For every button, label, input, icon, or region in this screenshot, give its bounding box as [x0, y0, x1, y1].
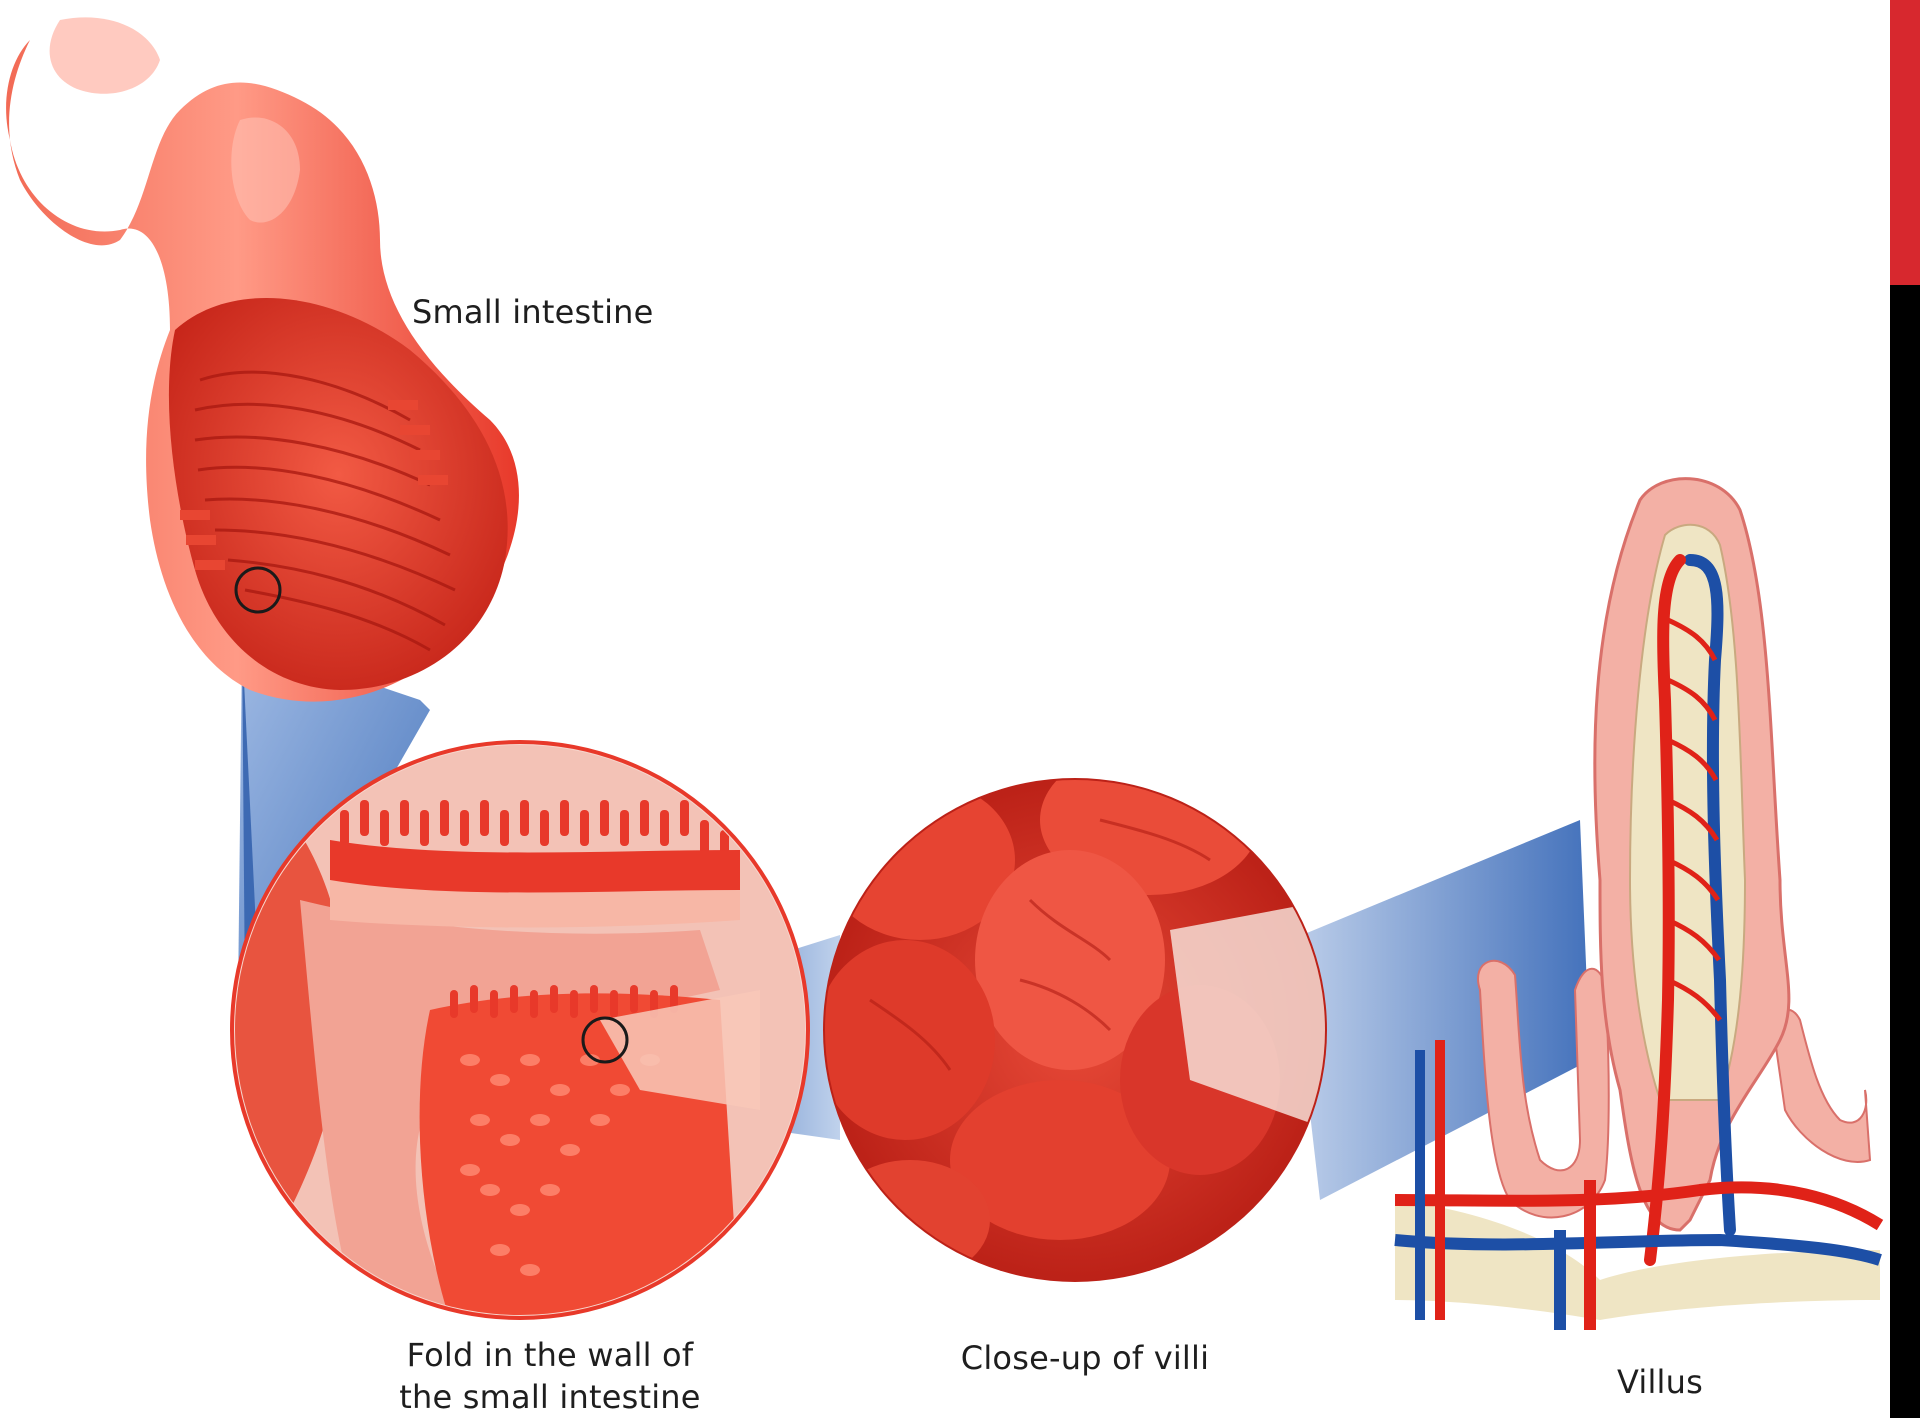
label-villus: Villus	[1580, 1360, 1740, 1404]
small-intestine-illustration	[6, 17, 519, 701]
right-edge-accent	[1890, 0, 1920, 285]
label-fold-line2: the small intestine	[360, 1375, 740, 1419]
label-closeup-villi: Close-up of villi	[925, 1336, 1245, 1380]
fold-circle-illustration	[230, 740, 810, 1320]
villi-closeup-illustration	[815, 745, 1330, 1282]
label-small-intestine: Small intestine	[412, 290, 654, 334]
label-fold-line1: Fold in the wall of	[360, 1333, 740, 1377]
